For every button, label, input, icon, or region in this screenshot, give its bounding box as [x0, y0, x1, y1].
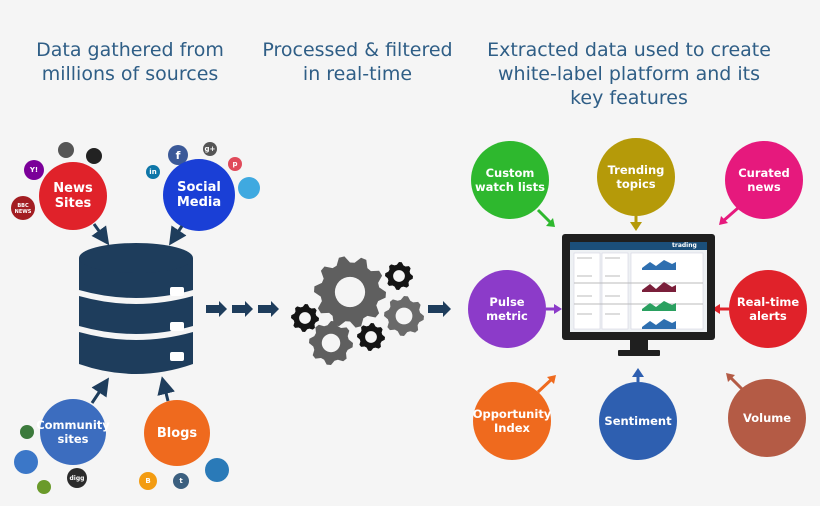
database-icon [79, 243, 193, 374]
flow-arrow-2 [232, 301, 253, 317]
flow-arrow-1 [206, 301, 227, 317]
heading-extracted-line-1: Extracted data used to create [487, 39, 771, 61]
community-icons [14, 425, 229, 494]
pulse-metric-circle [468, 270, 546, 348]
pinterest-icon [228, 157, 242, 171]
gear-small-left [291, 304, 319, 332]
bing-icon [86, 148, 102, 164]
community-sites-circle [40, 399, 106, 465]
monitor-base [618, 350, 660, 356]
heading-extracted: Extracted data used to create white-labe… [478, 38, 780, 110]
heading-extracted-line-2: white-label platform and its [497, 63, 761, 85]
volume-circle [728, 379, 806, 457]
reddit-icon [14, 450, 38, 474]
monitor-neck [630, 340, 648, 350]
real-time-alerts-circle [729, 270, 807, 348]
news-source-icon [58, 142, 74, 158]
yahoo-icon [24, 160, 44, 180]
heading-sources-line-1: Data gathered from [36, 39, 224, 61]
digg-icon [67, 468, 87, 488]
arrow-social-to-db [169, 225, 187, 246]
twitter-icon [238, 177, 260, 199]
custom-watch-lists-circle [471, 141, 549, 219]
feature-arrowheads [546, 216, 735, 384]
blogger-icon [139, 472, 157, 490]
blogs-circle [144, 400, 210, 466]
heading-processing: Processed & filtered in real-time [245, 38, 470, 86]
heading-extracted-line-3: key features [570, 87, 688, 109]
source-arrows [90, 223, 187, 404]
monitor-header-bar [570, 242, 707, 250]
linkedin-icon [146, 165, 160, 179]
gears-icon [291, 256, 424, 365]
social-media-circle [163, 159, 235, 231]
heading-sources: Data gathered from millions of sources [20, 38, 240, 86]
google-plus-icon [203, 142, 217, 156]
arrow-news-to-db [91, 223, 110, 246]
gear-large [314, 256, 386, 328]
gear-medium-right [384, 296, 424, 336]
gear-small-top [385, 262, 413, 290]
wordpress-icon [205, 458, 229, 482]
community-icon [20, 425, 34, 439]
social-icons [146, 142, 260, 199]
gear-small-bottom [357, 323, 385, 351]
curated-news-circle [725, 141, 803, 219]
facebook-icon [168, 145, 188, 165]
trending-topics-circle [597, 138, 675, 216]
tumblr-icon [173, 473, 189, 489]
gear-medium-left [309, 321, 353, 365]
delicious-icon [37, 480, 51, 494]
heading-processing-line-2: in real-time [302, 63, 413, 85]
flow-arrow-3 [258, 301, 279, 317]
arrow-watchlists [536, 208, 554, 226]
news-sites-circle [39, 162, 107, 230]
arrow-community-to-db [90, 377, 109, 404]
flow-arrow-4 [428, 301, 451, 317]
heading-processing-line-1: Processed & filtered [262, 39, 453, 61]
heading-sources-line-2: millions of sources [41, 63, 219, 85]
opportunity-index-circle [473, 382, 551, 460]
news-sources-icons [11, 142, 102, 220]
arrow-blogs-to-db [157, 376, 175, 402]
arrow-curated [721, 206, 739, 224]
bbc-news-icon [11, 196, 35, 220]
sentiment-circle [599, 382, 677, 460]
db-to-gears-arrows [206, 301, 279, 317]
monitor-icon [562, 234, 715, 356]
